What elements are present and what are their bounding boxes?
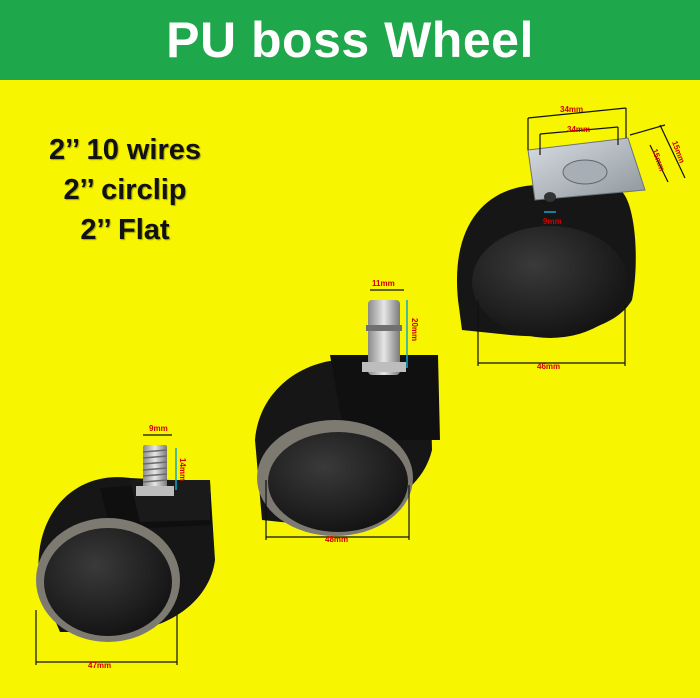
dimension-lines (35, 434, 178, 665)
wheel-width-label: 46mm (537, 362, 560, 371)
threaded-caster (36, 445, 215, 642)
wheel-width-label: 47mm (88, 661, 111, 670)
flat-plate-caster (456, 137, 646, 338)
hole-label: 9mm (543, 217, 562, 226)
spec-item: 2’’ 10 wires (48, 134, 202, 166)
plate-width-outer-label: 34mm (560, 105, 583, 114)
wheel-width-label: 48mm (325, 535, 348, 544)
stem-width-label: 11mm (372, 279, 395, 288)
stem-width-label: 9mm (149, 424, 168, 433)
plate-depth-inner-label: 15mm (650, 148, 666, 173)
circlip-caster (255, 300, 440, 536)
product-photo: 9mm 14mm 47mm 11mm 20mm 48mm (35, 105, 686, 670)
title-banner: PU boss Wheel (0, 0, 700, 80)
plate-width-inner-label: 34mm (567, 125, 590, 134)
page-title: PU boss Wheel (166, 12, 534, 68)
spec-item: 2’’ Flat (80, 214, 170, 246)
spec-item: 2’’ circlip (63, 174, 187, 206)
stem-length-label: 14mm (178, 458, 187, 481)
spec-list: 2’’ 10 wires 2’’ circlip 2’’ Flat (20, 130, 230, 250)
stem-length-label: 20mm (410, 318, 419, 341)
